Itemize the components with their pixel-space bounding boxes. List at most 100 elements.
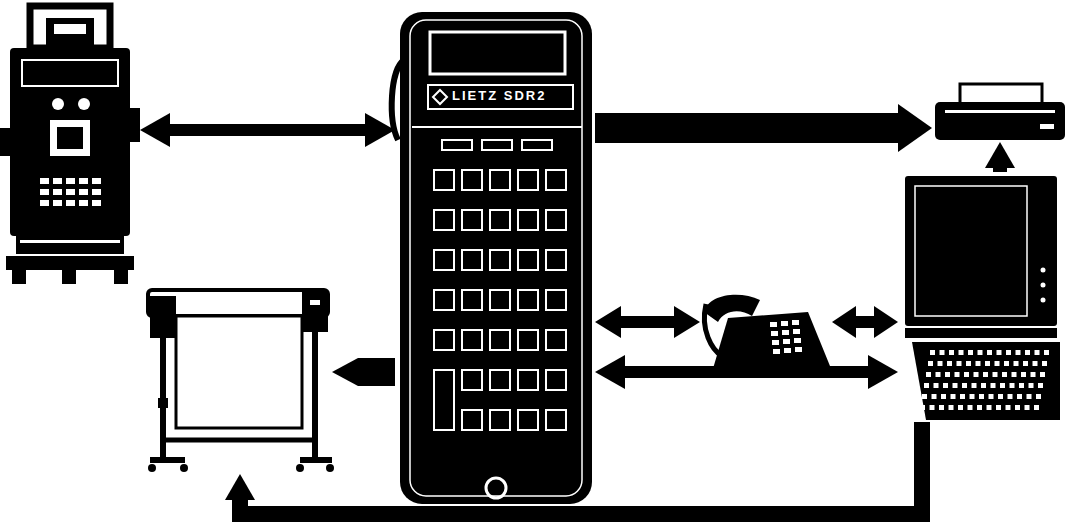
window xyxy=(50,120,90,156)
keyboard-key xyxy=(1038,383,1043,388)
key xyxy=(546,170,566,190)
keyboard-key xyxy=(1031,372,1036,377)
total-station xyxy=(5,0,140,288)
keyboard-key xyxy=(930,405,935,410)
keyboard-key xyxy=(938,361,943,366)
monitor-edge xyxy=(915,186,1027,316)
data-collector: LIETZ SDR2 xyxy=(395,10,595,507)
keyboard-key xyxy=(1025,405,1030,410)
key xyxy=(518,210,538,230)
plotter-wheel xyxy=(148,464,156,472)
key xyxy=(518,370,538,390)
keyboard-key xyxy=(966,361,971,366)
key xyxy=(434,330,454,350)
lens xyxy=(54,24,86,34)
key xyxy=(490,170,510,190)
keyboard-key xyxy=(959,350,964,355)
panel xyxy=(22,60,118,86)
plotter-wheel xyxy=(326,464,334,472)
plotter-foot xyxy=(300,457,332,463)
screen xyxy=(430,32,565,74)
key xyxy=(434,370,454,430)
keyboard-key xyxy=(970,394,975,399)
keyboard-key xyxy=(940,350,945,355)
keyboard-key xyxy=(949,350,954,355)
knob xyxy=(128,108,140,142)
computer-drawing xyxy=(905,176,1060,420)
keyboard-key xyxy=(972,383,977,388)
keyboard-key xyxy=(922,394,927,399)
keyboard-key xyxy=(981,383,986,388)
keyboard-key xyxy=(985,361,990,366)
keyboard-key xyxy=(1016,350,1021,355)
keyboard-key xyxy=(949,405,954,410)
keyboard-key xyxy=(978,350,983,355)
key-grid xyxy=(434,140,566,430)
key xyxy=(518,330,538,350)
printer-slot xyxy=(945,110,1055,113)
key xyxy=(518,410,538,430)
keyboard-key xyxy=(1004,361,1009,366)
keyboard-key xyxy=(939,405,944,410)
keyboard-key xyxy=(1035,350,1040,355)
telephone-drawing xyxy=(704,295,830,372)
keyboard-key xyxy=(995,361,1000,366)
plotter-button xyxy=(310,300,320,305)
keyboard-key xyxy=(964,372,969,377)
key xyxy=(434,170,454,190)
keyboard-key xyxy=(997,350,1002,355)
foot-screw xyxy=(12,270,26,284)
key xyxy=(434,250,454,270)
telephone-modem xyxy=(700,288,832,380)
data-link-arrow xyxy=(595,113,898,143)
key xyxy=(462,370,482,390)
keyboard-key xyxy=(998,394,1003,399)
key xyxy=(518,290,538,310)
keyboard-key xyxy=(941,394,946,399)
ring xyxy=(486,478,506,498)
brand-label: LIETZ SDR2 xyxy=(452,85,546,107)
dial xyxy=(78,98,90,110)
keyboard-key xyxy=(945,372,950,377)
keyboard-key xyxy=(1033,361,1038,366)
keyboard-key xyxy=(955,372,960,377)
keyboard-key xyxy=(943,383,948,388)
keyboard-key xyxy=(968,405,973,410)
keyboard-key xyxy=(1008,394,1013,399)
keyboard-key xyxy=(976,361,981,366)
keyboard-key xyxy=(993,372,998,377)
data-link-arrow xyxy=(358,358,395,386)
data-link-arrow xyxy=(621,316,674,328)
plotter xyxy=(140,278,332,474)
led xyxy=(1041,268,1046,273)
key xyxy=(518,250,538,270)
knob xyxy=(0,128,12,156)
total-station-drawing xyxy=(0,6,140,284)
collector-rim xyxy=(410,20,582,496)
foot-screw xyxy=(114,270,128,284)
key xyxy=(546,370,566,390)
handset-cord xyxy=(704,304,722,356)
keyboard-key xyxy=(936,372,941,377)
collector-body xyxy=(400,12,592,504)
base-plate xyxy=(6,256,134,270)
printer-body xyxy=(935,102,1065,140)
key xyxy=(490,250,510,270)
key xyxy=(482,140,512,150)
data-link-arrow xyxy=(993,168,1007,172)
keyboard-key xyxy=(1023,361,1028,366)
data-link-arrow xyxy=(856,316,874,328)
keyboard-key xyxy=(968,350,973,355)
keyboard-key xyxy=(1044,350,1049,355)
computer xyxy=(898,172,1063,422)
key xyxy=(522,140,552,150)
keyboard-key xyxy=(991,383,996,388)
computer-base xyxy=(905,328,1057,338)
printer-button xyxy=(1040,124,1054,129)
led xyxy=(1041,298,1046,303)
computer-unit xyxy=(905,176,1057,326)
plotter-wheel xyxy=(296,464,304,472)
key xyxy=(442,140,472,150)
logo-mark xyxy=(433,90,447,104)
